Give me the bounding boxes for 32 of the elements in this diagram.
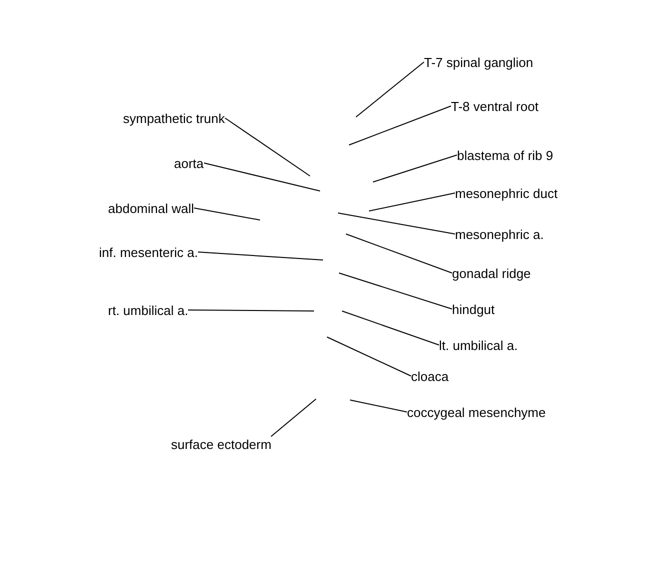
leader-line	[348, 106, 452, 146]
structure-label: mesonephric duct	[455, 186, 558, 200]
leader-line	[224, 118, 310, 176]
structure-label: blastema of rib 9	[457, 148, 554, 162]
leader-line	[342, 310, 440, 346]
structure-label: hindgut	[452, 302, 495, 316]
leader-line	[350, 400, 408, 412]
leader-line	[198, 252, 324, 260]
structure-label: inf. mesenteric a.	[99, 244, 198, 260]
structure-label: lt. umbilical a.	[439, 338, 518, 352]
leader-line	[356, 62, 424, 118]
leader-line	[368, 192, 456, 212]
structure-label: T-7 spinal ganglion	[424, 54, 534, 70]
leader-line	[204, 162, 320, 192]
structure-label: abdominal wall	[108, 200, 194, 216]
structure-label: rt. umbilical a.	[108, 302, 188, 318]
structure-label: coccygeal mesenchyme	[407, 404, 546, 420]
leader-line	[338, 272, 452, 310]
structure-label: surface ectoderm	[171, 436, 272, 452]
leader-line	[270, 398, 316, 437]
structure-label: mesonephric a.	[455, 226, 544, 242]
leader-line	[372, 154, 458, 182]
structure-label: gonadal ridge	[452, 266, 531, 280]
leader-line	[326, 336, 412, 376]
leader-line	[346, 234, 452, 274]
structure-label: aorta	[174, 156, 204, 170]
leader-line	[338, 212, 456, 234]
structure-label: T-8 ventral root	[451, 98, 538, 114]
leader-line	[194, 208, 260, 220]
leader-line	[188, 310, 314, 312]
structure-label: sympathetic trunk	[123, 110, 225, 126]
structure-label: cloaca	[411, 368, 449, 384]
